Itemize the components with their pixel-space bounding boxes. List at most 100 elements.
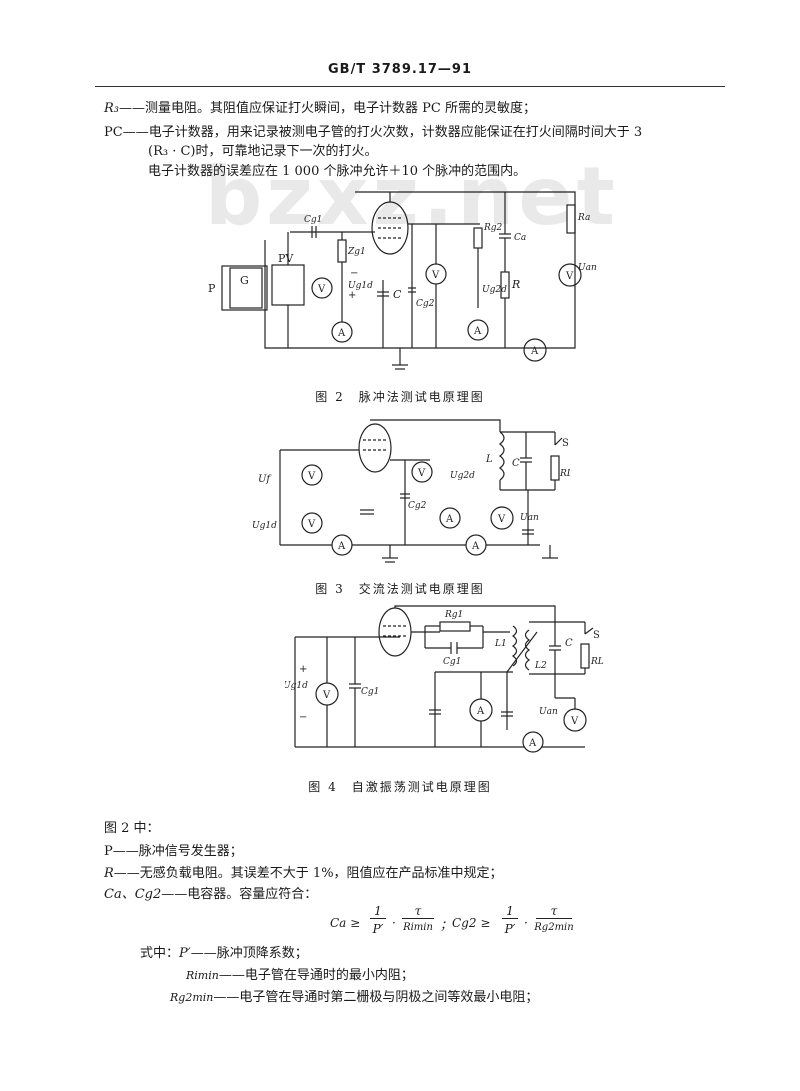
r3-definition: R₃——测量电阻。其阻值应保证打火瞬间，电子计数器 PC 所需的灵敏度； [104, 100, 536, 118]
watermark: bzxz.net [205, 150, 619, 243]
fig2-v3: V [565, 271, 574, 282]
formula-lhs2: Cg2 ≥ [452, 916, 491, 930]
fig2-label-zg1: Zg1 [347, 247, 366, 257]
formula-den1: P′ [372, 922, 384, 936]
fig2-label-p: P [208, 282, 216, 295]
r3-term: R₃ [104, 101, 119, 116]
fig2-label-ca: Ca [514, 233, 526, 243]
fig4-label-cg1b: Cg1 [443, 657, 461, 667]
formula-num2: τ [402, 904, 434, 919]
fig2-label-ra: Ra [577, 213, 590, 223]
fig3-tube [358, 423, 392, 473]
capacitor-definition: Ca、Cg2——电容器。容量应符合： [104, 886, 317, 904]
fig2-label-g: G [240, 274, 249, 287]
fig2-a2: A [473, 326, 482, 337]
fig4-label-rl: RL [590, 657, 604, 667]
fig3-inductor [499, 431, 505, 481]
pc-sep: —— [122, 125, 149, 140]
rimin-sep: —— [218, 968, 245, 983]
fig2-voltmeter-1 [311, 277, 333, 299]
fig3-anode-wire [370, 419, 501, 432]
r-text: 无感负载电阻。其误差不大于 1%，阻值应在产品标准中规定； [139, 866, 503, 881]
fig3-label-s: S [562, 438, 569, 449]
fig4-inductor-l1 [511, 625, 518, 667]
fig2-ammeter-2 [467, 319, 489, 341]
fig4-label-rg1: Rg1 [444, 610, 463, 620]
formula-den3: P′ [504, 922, 516, 936]
figure-3-ac-circuit: Uf Ug1d Ug2d Cg2 L C S RL Uan V V V V A … [252, 419, 570, 563]
fig3-label-l: L [485, 454, 493, 465]
r-term: R [104, 866, 114, 881]
fig2-p-box [221, 265, 268, 311]
fig2-voltmeter-3 [558, 263, 582, 287]
fig4-tube [378, 607, 412, 657]
standard-number: GB/T 3789.17—91 [327, 62, 473, 77]
formula-den2: Rimin [403, 922, 433, 933]
fig4-label-l1: L1 [494, 639, 507, 649]
fig3-v4: V [497, 514, 506, 525]
fig4-label-c: C [565, 638, 573, 649]
fig4-minus: − [299, 712, 307, 723]
fig3-v2: V [307, 519, 316, 530]
fig2-minus: − [350, 268, 358, 279]
fig2-label-pv: PV [278, 252, 294, 265]
fig3-voltmeter-3 [411, 461, 433, 483]
fig2-a3: A [530, 346, 539, 357]
fig3-voltmeter-4 [490, 506, 514, 530]
p-sep: —— [112, 844, 139, 859]
pc-text: 电子计数器，用来记录被测电子管的打火次数，计数器应能保证在打火间隔时间大于 3 [148, 125, 643, 140]
fig3-a3: A [471, 541, 480, 552]
rimin-definition: Rimin——电子管在导通时的最小内阻； [186, 967, 414, 985]
fig2-a1: A [337, 328, 346, 339]
formula-den4: Rg2min [534, 922, 574, 933]
fig2-label-c: C [393, 288, 402, 301]
fig4-v1: V [322, 690, 331, 701]
pp-text: 脉冲顶降系数； [216, 946, 308, 961]
fig2-label-uan: Uan [578, 263, 597, 273]
pc-definition: PC——电子计数器，用来记录被测电子管的打火次数，计数器应能保证在打火间隔时间大… [104, 124, 642, 142]
fig4-a1: A [476, 706, 485, 717]
fig2-v2: V [431, 270, 440, 281]
fig2-rg2 [473, 227, 483, 249]
fig2-pv-box [271, 264, 305, 306]
rimin-term: Rimin [186, 969, 219, 982]
r-sep: —— [113, 866, 140, 881]
formula-num1: 1 [370, 904, 386, 919]
pc-term: PC [104, 125, 123, 140]
pc-continuation: (R₃ · C)时，可靠地记录下一次的打火。 [148, 144, 378, 159]
caps-sep: —— [161, 887, 188, 902]
fig2-label-cg1: Cg1 [304, 215, 322, 225]
fig2-ground-bus [264, 191, 576, 349]
caps-text: 电容器。容量应符合： [187, 887, 318, 902]
rg2min-text: 电子管在导通时第二栅极与阴极之间等效最小电阻； [239, 990, 539, 1005]
fig3-ammeter-2 [439, 507, 461, 529]
fig3-a2: A [445, 514, 454, 525]
fig3-v1: V [307, 471, 316, 482]
fig4-a2: A [528, 738, 537, 749]
fig3-label-rl: RL [559, 469, 570, 479]
fig3-label-ug2d: Ug2d [450, 471, 475, 481]
fig3-label-c: C [512, 458, 520, 469]
fig4-label-ug1d: Ug1d [285, 681, 308, 691]
fig4-rl [580, 643, 590, 669]
pprime-definition: 式中：P′——脉冲顶降系数； [140, 945, 308, 963]
fig4-label-cg1: Cg1 [361, 687, 379, 697]
rg2min-definition: Rg2min——电子管在导通时第二栅极与阴极之间等效最小电阻； [170, 989, 538, 1007]
fig3-rl [550, 455, 560, 481]
r3-sep: —— [119, 101, 145, 116]
rg2min-sep: —— [213, 990, 240, 1005]
r-definition: R——无感负载电阻。其误差不大于 1%，阻值应在产品标准中规定； [104, 865, 503, 883]
fig2-label-ug2d: Ug2d [482, 285, 507, 295]
fig2-ammeter-3 [523, 338, 547, 362]
fig2-label-ug1d: Ug1d [348, 281, 373, 291]
fig2-v1: V [317, 284, 326, 295]
fig3-a1: A [337, 541, 346, 552]
p-definition: P——脉冲信号发生器； [104, 843, 243, 861]
figure-2-pulse-circuit: P G PV Cg1 Zg1 Ug1d C Cg2 Rg2 Ca Ug2d R … [208, 191, 597, 370]
figure-3-caption: 图 3 交流法测试电原理图 [315, 582, 485, 596]
formula-dot2: · [524, 916, 528, 930]
fig3-ammeter-3 [465, 534, 487, 556]
fig2-label-rg2: Rg2 [483, 223, 503, 233]
formula-sep: ； [440, 918, 453, 932]
r3-text: 测量电阻。其阻值应保证打火瞬间，电子计数器 PC 所需的灵敏度； [145, 101, 536, 116]
